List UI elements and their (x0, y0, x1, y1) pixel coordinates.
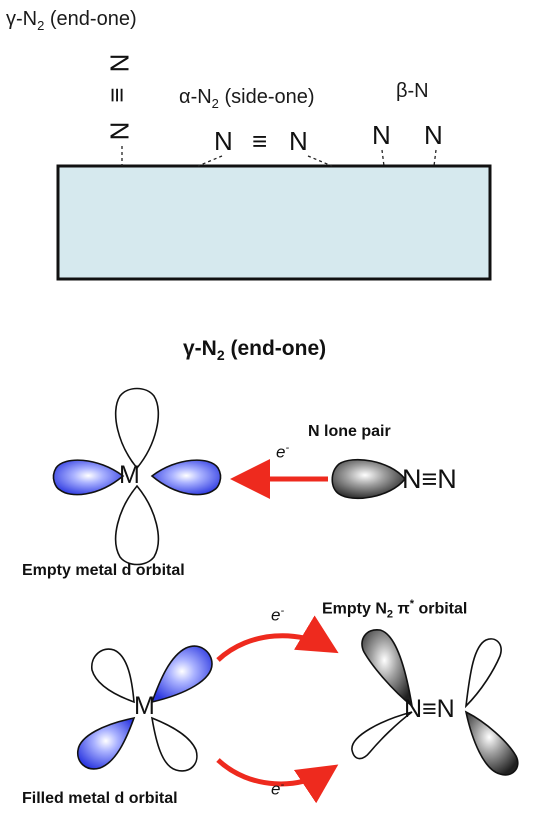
alpha-bond-right (307, 155, 333, 167)
metal-surface (56, 164, 492, 281)
pi-metal-lobe-sw (76, 716, 136, 770)
pi-electron-top: e- (271, 605, 285, 625)
beta-n-label: β-N (396, 80, 429, 102)
beta-bond-left (381, 149, 385, 167)
back-donation-arrow-top (216, 615, 339, 662)
empty-n2-pistar-label: Empty N2 π* orbital (322, 598, 468, 621)
metal-lobe-right (150, 459, 222, 496)
dashed-bonds (121, 146, 437, 167)
sigma-metal-m: M (119, 461, 140, 489)
pi-metal-lobe-se (150, 716, 198, 772)
pi-electron-bottom: e- (271, 779, 285, 799)
section-title: γ-N2 (end-one) (183, 337, 327, 364)
beta-n-left: N (372, 120, 391, 150)
n-lone-pair-lobe (331, 458, 407, 500)
back-donation-arrow-bottom (216, 758, 339, 804)
gamma-triple-bond: ≡ (102, 87, 133, 103)
alpha-triple-bond: ≡ (252, 126, 268, 156)
metal-lobe-bottom (114, 484, 160, 566)
alpha-n-right: N (289, 126, 308, 156)
pistar-lobe-left-top (361, 629, 414, 708)
pistar-lobe-right-top (464, 638, 502, 709)
beta-bond-right (433, 149, 437, 167)
pi-metal-orbitals (76, 645, 213, 772)
pi-n2: N≡N (404, 695, 455, 723)
alpha-bond-left (197, 155, 223, 167)
sigma-n2: N≡N (402, 464, 457, 494)
gamma-n2-label: γ-N2 (end-one) (6, 8, 137, 33)
n-lone-pair-label: N lone pair (308, 423, 391, 440)
pistar-lobe-left-bottom (351, 711, 413, 760)
empty-metal-d-caption: Empty metal d orbital (22, 562, 185, 579)
beta-n-right: N (424, 120, 443, 150)
pi-metal-m: M (134, 692, 155, 720)
sigma-metal-orbitals (52, 387, 222, 566)
sigma-electron-label: e- (276, 442, 290, 462)
gamma-bottom-n: N (104, 121, 135, 141)
metal-lobe-left (52, 459, 125, 496)
metal-lobe-top (114, 387, 160, 470)
pistar-lobe-right-bottom (464, 710, 519, 776)
alpha-n-left: N (214, 126, 233, 156)
alpha-n2-label: α-N2 (side-one) (179, 86, 315, 111)
pi-metal-lobe-ne (150, 645, 213, 704)
filled-metal-d-caption: Filled metal d orbital (22, 790, 178, 807)
n2-pi-star-orbitals (351, 629, 519, 776)
gamma-top-n: N (104, 53, 135, 73)
pi-metal-lobe-nw (91, 648, 135, 704)
